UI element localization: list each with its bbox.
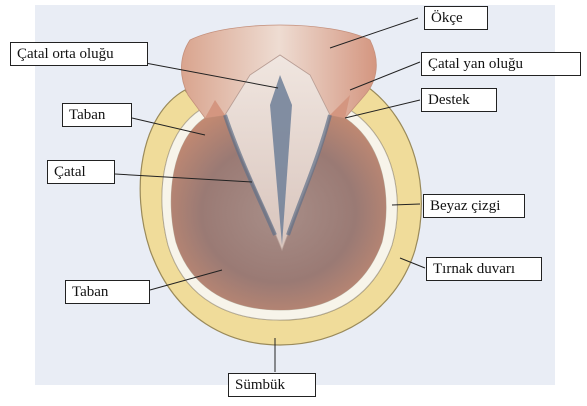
label-taban-upper: Taban xyxy=(62,103,132,127)
label-tirnak-duvari: Tırnak duvarı xyxy=(426,257,542,281)
label-catal: Çatal xyxy=(47,160,115,184)
label-okce: Ökçe xyxy=(424,6,488,30)
label-taban-lower: Taban xyxy=(65,280,150,304)
label-catal-orta-olugu: Çatal orta oluğu xyxy=(10,42,148,66)
label-destek: Destek xyxy=(421,88,497,112)
label-sumbuk: Sümbük xyxy=(228,373,316,397)
label-beyaz-cizgi: Beyaz çizgi xyxy=(423,194,525,218)
label-catal-yan-olugu: Çatal yan oluğu xyxy=(421,52,581,76)
